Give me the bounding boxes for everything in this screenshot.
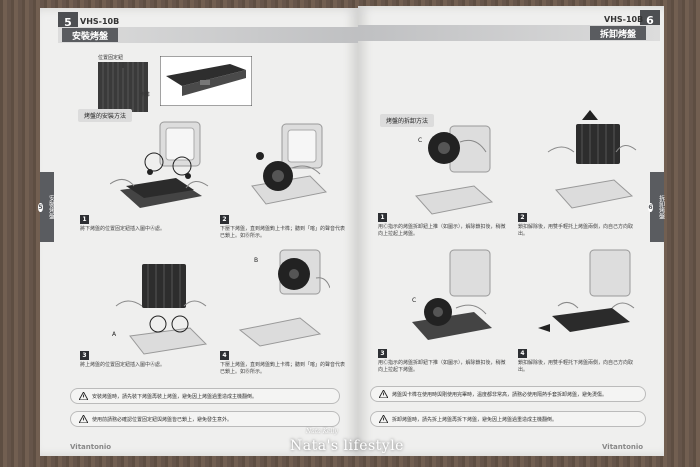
step3-illustration: C xyxy=(412,249,492,340)
side-tab-install: 安裝烤盤 5 xyxy=(38,172,55,242)
step-number: 1 xyxy=(80,215,89,224)
step-text: 鎖扣解除後，用雙手輕托上烤盤兩側，向自己方向取出。 xyxy=(518,224,634,237)
step-number: 4 xyxy=(518,349,527,358)
step-number: 3 xyxy=(80,351,89,360)
step-4: 4 xyxy=(220,351,229,360)
model-label: VHS-10B xyxy=(80,17,120,26)
step-1: 1 xyxy=(378,213,387,222)
svg-text:C: C xyxy=(418,137,422,144)
notice-text: 拆卸烤盤時，請先拆上烤盤再拆下烤盤，避免因上烤盤過重造成主機翻倒。 xyxy=(392,416,558,423)
side-tab-number: 5 xyxy=(38,202,43,212)
step-text: 鎖扣解除後，用雙手輕托下烤盤兩側，向自己方向取出。 xyxy=(518,360,634,373)
position-knob-label: 位置固定鈕 xyxy=(98,55,124,61)
step-2: 2 xyxy=(518,213,527,222)
model-label: VHS-10B xyxy=(604,15,644,24)
step-number: 4 xyxy=(220,351,229,360)
notice-1: 烤盤與卡榫在使用時與剛使用完畢時，溫度都非常高，請務必使用隔熱手套拆卸烤盤，避免… xyxy=(370,386,646,402)
warning-icon xyxy=(379,415,388,423)
notice-1: 安裝烤盤時，請先裝下烤盤再裝上烤盤，避免因上烤盤過重造成主機翻倒。 xyxy=(70,388,340,404)
side-tab-remove: 拆卸烤盤 6 xyxy=(648,172,665,242)
notice-text: 烤盤與卡榫在使用時與剛使用完畢時，溫度都非常高，請務必使用隔熱手套拆卸烤盤，避免… xyxy=(392,391,608,398)
step-3: 3 xyxy=(80,351,89,360)
step-text: 下壓下烤盤，直到烤盤鉤上卡榫；聽到「喀」的聲音代表已鎖上。如Ⓑ所示。 xyxy=(220,226,346,239)
section-title: 拆卸烤盤 xyxy=(590,26,647,40)
step4-illustration xyxy=(538,249,635,332)
latch-closeup-illustration xyxy=(160,56,252,106)
plate-closeup-illustration xyxy=(98,62,148,112)
latch-label: 卡榫 xyxy=(140,92,151,98)
step3-illustration: A xyxy=(112,264,208,355)
step1-illustration xyxy=(110,121,209,208)
warning-icon xyxy=(379,390,388,398)
section-header-bar xyxy=(58,27,358,43)
step-text: 用Ⓒ指示的烤盤拆卸鈕下推（如圖示），解除鎖扣後，稍微向上拉起下烤盤。 xyxy=(378,360,506,373)
step2-illustration xyxy=(251,123,328,205)
section-header-bar xyxy=(358,25,660,41)
step2-illustration xyxy=(547,110,637,209)
section-title: 安裝烤盤 xyxy=(62,28,119,42)
step-text: 用Ⓒ指示的烤盤拆卸鈕上推（如圖示），解除鎖扣後，稍微向上拉起上烤盤。 xyxy=(378,224,506,237)
step4-illustration: B xyxy=(238,249,330,347)
notice-2: 拆卸烤盤時，請先拆上烤盤再拆下烤盤，避免因上烤盤過重造成主機翻倒。 xyxy=(370,411,646,427)
side-tab-number: 6 xyxy=(648,202,653,212)
left-page: 5 VHS-10B 安裝烤盤 位置固定鈕 卡榫 烤盤的安裝方法 xyxy=(40,8,358,456)
watermark-signature: Nata Kelly xyxy=(306,428,338,435)
svg-text:C: C xyxy=(412,297,416,304)
step-1: 1 xyxy=(80,215,89,224)
step-2: 2 xyxy=(220,215,229,224)
step-text: 將上烤盤的位置固定鈕插入圖中Ⓐ處。 xyxy=(80,362,166,368)
warning-icon xyxy=(79,392,88,400)
notice-text: 安裝烤盤時，請先裝下烤盤再裝上烤盤，避免因上烤盤過重造成主機翻倒。 xyxy=(92,393,258,400)
watermark-text: Nata's lifestyle xyxy=(290,438,404,454)
step-number: 2 xyxy=(220,215,229,224)
side-tab-label: 拆卸烤盤 xyxy=(657,195,665,219)
step-text: 下壓上烤盤，直到烤盤鉤上卡榫；聽到「喀」的聲音代表已鎖上。如Ⓑ所示。 xyxy=(220,362,346,375)
svg-text:B: B xyxy=(254,257,258,264)
side-tab-label: 安裝烤盤 xyxy=(47,195,55,219)
step-number: 1 xyxy=(378,213,387,222)
subsection-label: 烤盤的安裝方法 xyxy=(78,109,133,122)
step1-illustration: C xyxy=(415,125,494,215)
step-4: 4 xyxy=(518,349,527,358)
notice-2: 使用前請務必確認位置固定鈕與烤盤皆已鎖上，避免發生意外。 xyxy=(70,411,340,427)
notice-text: 使用前請務必確認位置固定鈕與烤盤皆已鎖上，避免發生意外。 xyxy=(92,416,233,423)
step-number: 3 xyxy=(378,349,387,358)
right-page: 6 VHS-10B 拆卸烤盤 烤盤的拆卸方法 C C 1 用Ⓒ指示的烤盤拆卸鈕上… xyxy=(358,6,664,456)
step-number: 2 xyxy=(518,213,527,222)
svg-text:A: A xyxy=(112,331,117,338)
step-text: 將下烤盤的位置固定鈕插入圖中Ⓐ處。 xyxy=(80,226,166,232)
subsection-label: 烤盤的拆卸方法 xyxy=(380,114,435,127)
warning-icon xyxy=(79,415,88,423)
step-3: 3 xyxy=(378,349,387,358)
brand-logo: Vitantonio xyxy=(70,443,112,451)
brand-logo: Vitantonio xyxy=(602,443,644,451)
